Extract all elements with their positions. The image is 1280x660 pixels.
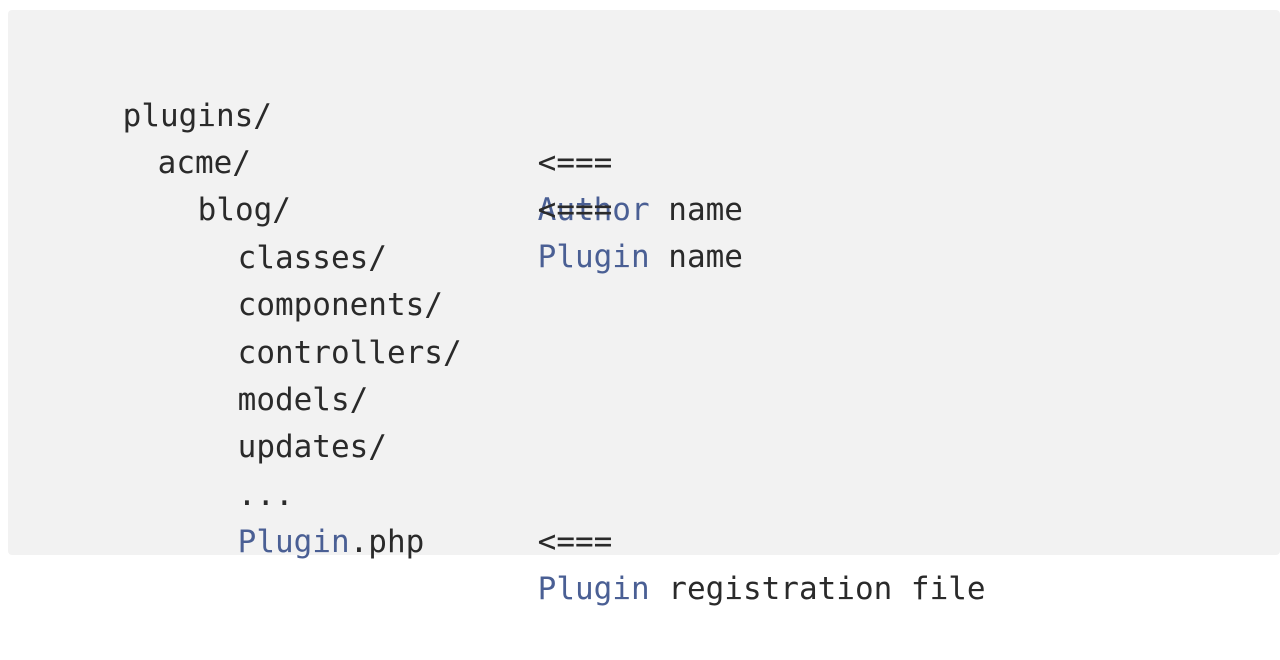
file-extension: .php	[349, 524, 425, 560]
folder-components: components/	[237, 287, 443, 323]
ellipsis: ...	[237, 477, 294, 513]
folder-updates: updates/	[237, 429, 387, 465]
folder-blog: blog/	[197, 192, 291, 228]
annotation-rest: name	[649, 239, 743, 275]
folder-acme: acme/	[157, 145, 251, 181]
tree-line-plugin-php: Plugin.php	[163, 472, 425, 560]
tree-line-components: components/	[163, 235, 443, 323]
annotation-rest: name	[649, 192, 743, 228]
arrow-marker: <===	[537, 524, 613, 560]
annotation-author-name: <=== Author name	[463, 93, 743, 228]
folder-models: models/	[237, 382, 369, 418]
tree-line-updates: updates/	[163, 377, 387, 465]
folder-classes: classes/	[237, 240, 387, 276]
tree-line-controllers: controllers/	[163, 283, 462, 371]
code-block: plugins/ acme/ <=== Author name blog/ <=…	[8, 10, 1280, 607]
arrow-marker: <===	[537, 145, 613, 181]
keyword-plugin: Plugin	[537, 239, 650, 275]
keyword-author: Author	[537, 192, 650, 228]
annotation-registration-file: <=== Plugin registration file	[463, 472, 986, 607]
arrow-marker: <===	[537, 192, 613, 228]
keyword-plugin: Plugin	[537, 571, 650, 607]
tree-line-models: models/	[163, 330, 369, 418]
annotation-rest: registration file	[649, 571, 986, 607]
tree-line-classes: classes/	[163, 188, 387, 276]
annotation-plugin-name: <=== Plugin name	[463, 140, 743, 275]
keyword-plugin-file: Plugin	[237, 524, 350, 560]
tree-line-blog: blog/	[123, 140, 291, 228]
folder-controllers: controllers/	[237, 335, 462, 371]
tree-line-acme: acme/	[83, 93, 251, 181]
tree-line-ellipsis: ...	[163, 425, 294, 513]
folder-plugins: plugins/	[122, 98, 272, 134]
tree-line-plugins: plugins/	[48, 46, 272, 134]
